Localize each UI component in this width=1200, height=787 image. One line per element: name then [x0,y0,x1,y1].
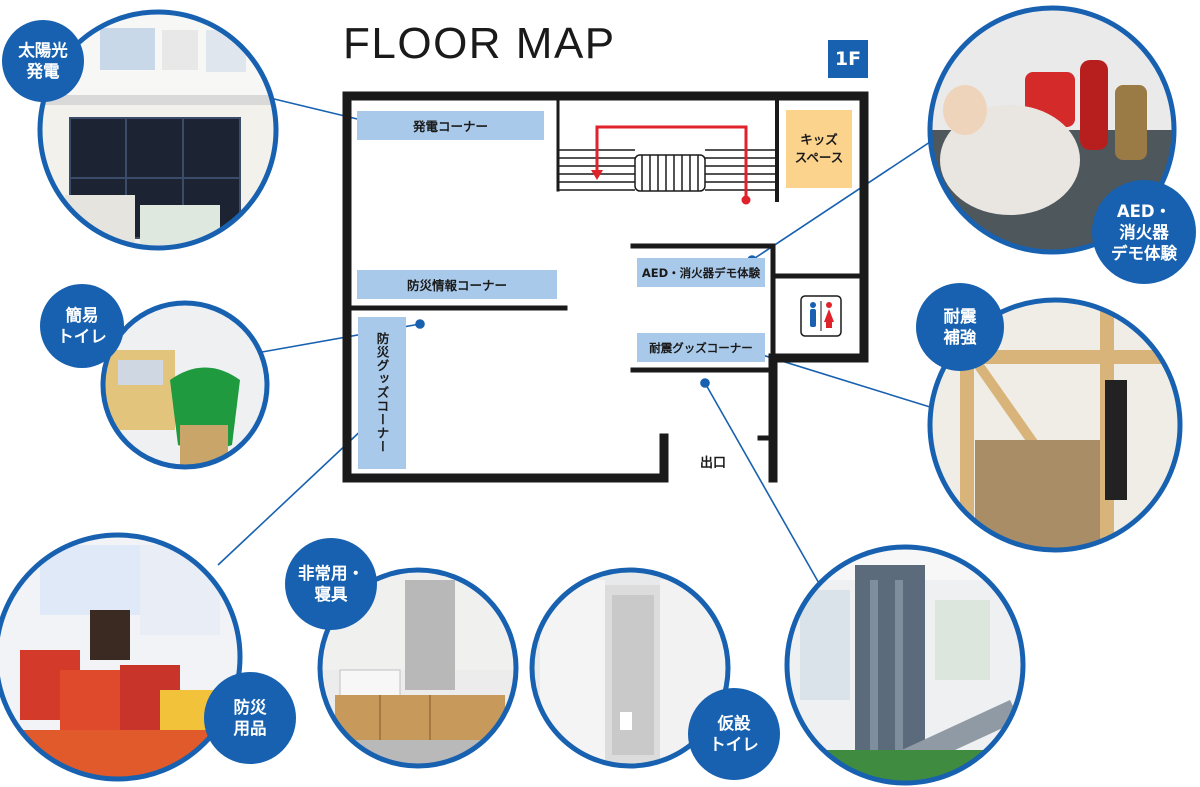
zone-kids-space: キッズ スペース [786,110,852,188]
callout-solar: 太陽光発電 [2,20,84,102]
kids-label-line1: キッズ [800,132,838,147]
connector-aed [751,141,931,261]
evacuation-route [591,125,751,205]
staircase [558,149,777,192]
stair-landing [634,154,706,192]
zone-quake-goods: 耐震グッズコーナー [637,333,765,362]
connector-dot-panel [700,378,710,388]
zone-aed-demo: AED・消火器デモ体験 [637,258,765,287]
restroom-icon [800,295,842,337]
zone-power: 発電コーナー [357,111,544,140]
floor-badge: 1F [828,40,868,78]
callout-supplies: 防災用品 [204,672,296,764]
photo-toilet-simple [100,300,270,470]
zone-goods: 防災グッズコーナー [358,317,406,469]
connector-supplies [217,424,368,566]
page-title: FLOOR MAP [343,19,616,68]
callout-aed: AED・消火器デモ体験 [1092,180,1196,284]
callout-quake: 耐震補強 [916,283,1004,371]
photo-supplies [0,532,243,782]
outer-wall [342,91,869,483]
connector-dot-toilet [415,319,425,329]
callout-toilet-simple: 簡易トイレ [40,284,124,368]
photo-quake [927,297,1183,553]
zone-info: 防災情報コーナー [357,270,557,299]
exit-label: 出口 [700,456,727,471]
connector-panel [704,382,821,586]
callout-bedding: 非常用・寝具 [285,538,377,630]
kids-label-line2: スペース [794,150,844,165]
photo-panel [784,544,1026,786]
callout-temp-toilet: 仮設トイレ [688,688,780,780]
